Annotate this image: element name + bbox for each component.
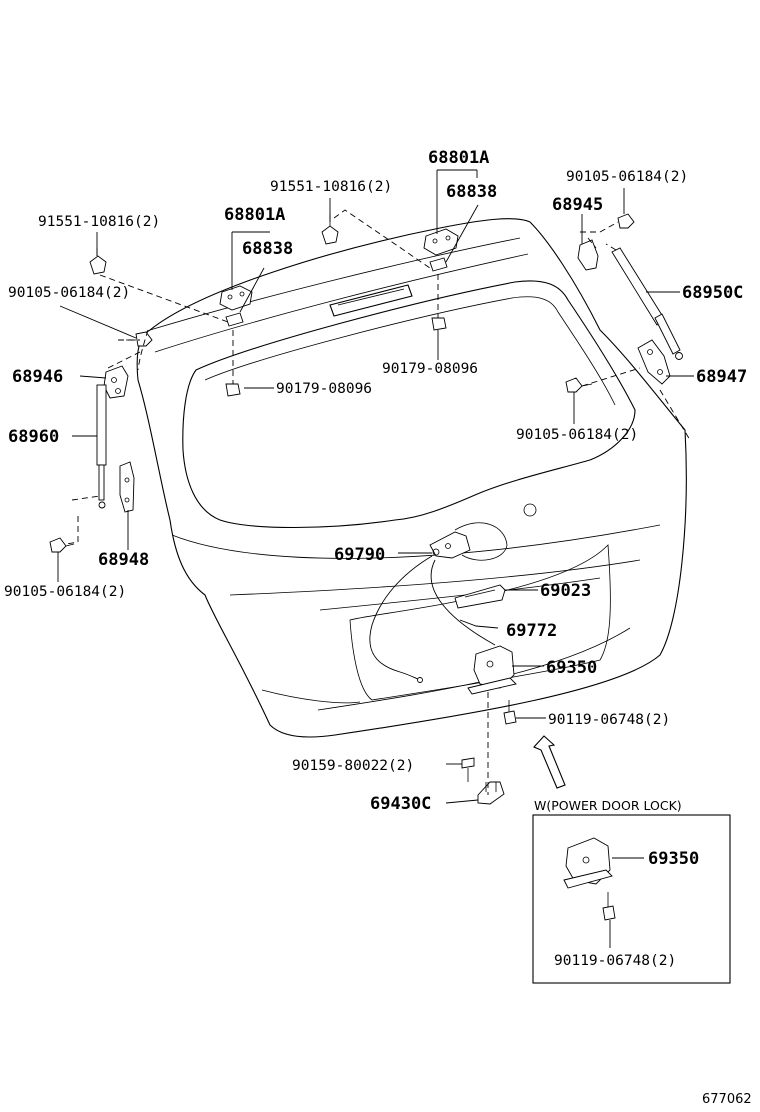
bolt-90119 [503, 700, 517, 725]
leader-lines [57, 169, 694, 804]
label-91551-left: 91551-10816(2) [38, 214, 160, 230]
part-labels: 68801A 68838 91551-10816(2) 90105-06184(… [4, 148, 752, 1107]
dashed-connectors [65, 209, 691, 795]
label-68838-right: 68838 [446, 182, 497, 202]
diagram-code: 677062 [702, 1092, 752, 1107]
inset-arrow [533, 735, 566, 789]
bolt-90105-bottom-left [49, 537, 75, 553]
label-68947: 68947 [696, 367, 747, 387]
bracket-68948 [119, 461, 135, 513]
label-90179-left: 90179-08096 [276, 381, 372, 397]
label-90179-right: 90179-08096 [382, 361, 478, 377]
label-90119: 90119-06748(2) [548, 712, 670, 728]
bolt-90105-top-left [126, 331, 153, 347]
bolt-90105-mid-right [565, 377, 593, 393]
label-68946: 68946 [12, 367, 63, 387]
hinge-left [219, 285, 253, 327]
power-door-lock-inset [532, 814, 731, 984]
bolt-90105-top-right [617, 213, 635, 229]
label-90105-mid-right: 90105-06184(2) [516, 427, 638, 443]
label-68945: 68945 [552, 195, 603, 215]
label-90119-inset: 90119-06748(2) [554, 953, 676, 969]
bracket-68945 [577, 239, 599, 271]
back-door-panel [136, 218, 687, 738]
label-69790: 69790 [334, 545, 385, 565]
nut-90179-left [225, 383, 241, 397]
bracket-68946 [103, 365, 129, 399]
label-90105-top-right: 90105-06184(2) [566, 169, 688, 185]
handle-69023 [454, 584, 506, 609]
label-69772: 69772 [506, 621, 557, 641]
label-69023: 69023 [540, 581, 591, 601]
hinge-right [423, 228, 459, 272]
label-68950c: 68950C [682, 283, 743, 303]
label-69350: 69350 [546, 658, 597, 678]
lock-69350 [467, 645, 517, 695]
label-69430c: 69430C [370, 794, 431, 814]
striker-69430c [477, 781, 505, 805]
cable-69772 [369, 555, 496, 683]
label-69350-inset: 69350 [648, 849, 699, 869]
lock-69350-inset [563, 837, 613, 889]
label-91551-center: 91551-10816(2) [270, 179, 392, 195]
bolt-91551-left [89, 248, 107, 275]
lever-69790 [429, 531, 471, 559]
label-68801a-right: 68801A [428, 148, 489, 168]
label-68948: 68948 [98, 550, 149, 570]
screw-90159 [461, 757, 475, 782]
label-68838-left: 68838 [242, 239, 293, 259]
label-90105-top-left: 90105-06184(2) [8, 285, 130, 301]
label-68960: 68960 [8, 427, 59, 447]
stay-68950c [611, 247, 683, 360]
label-68801a-left: 68801A [224, 205, 285, 225]
label-90159: 90159-80022(2) [292, 758, 414, 774]
label-90105-bottom-left: 90105-06184(2) [4, 584, 126, 600]
stay-68960 [96, 384, 107, 509]
inset-title: W(POWER DOOR LOCK) [534, 798, 682, 813]
bolt-90119-inset [602, 892, 616, 921]
nut-90179-right [431, 317, 447, 331]
